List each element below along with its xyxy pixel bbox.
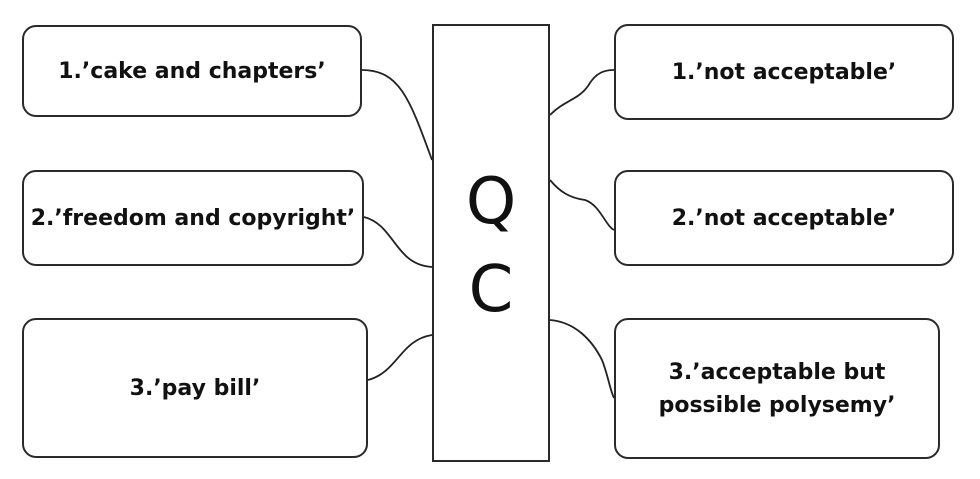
qc-center-box: [432, 24, 550, 462]
qc-letter-q: Q: [465, 165, 517, 239]
connector-right-1: [549, 69, 615, 116]
left-box-2-label: 2.’freedom and copyright’: [30, 205, 356, 231]
right-box-1: 1.’not acceptable’: [614, 24, 954, 120]
connector-left-1: [361, 69, 433, 161]
connector-left-3: [367, 334, 433, 381]
qc-letter-c: C: [468, 253, 514, 327]
right-box-3-line-2: possible polysemy’: [658, 392, 896, 418]
connector-right-2: [549, 179, 615, 231]
connector-left-2: [363, 216, 433, 268]
right-box-1-label: 1.’not acceptable’: [671, 59, 897, 85]
right-box-2-label: 2.’not acceptable’: [671, 205, 897, 231]
left-box-1-label: 1.’cake and chapters’: [58, 58, 326, 84]
right-box-3-line-1: 3.’acceptable but: [668, 359, 886, 385]
left-box-1: 1.’cake and chapters’: [22, 25, 362, 117]
right-box-3: 3.’acceptable but possible polysemy’: [614, 318, 940, 459]
left-box-3-label: 3.’pay bill’: [129, 375, 261, 401]
left-box-2: 2.’freedom and copyright’: [22, 170, 364, 266]
left-box-3: 3.’pay bill’: [22, 318, 368, 458]
right-box-2: 2.’not acceptable’: [614, 170, 954, 266]
connector-right-3: [549, 319, 615, 399]
right-box-3-text: 3.’acceptable but possible polysemy’: [659, 356, 896, 422]
